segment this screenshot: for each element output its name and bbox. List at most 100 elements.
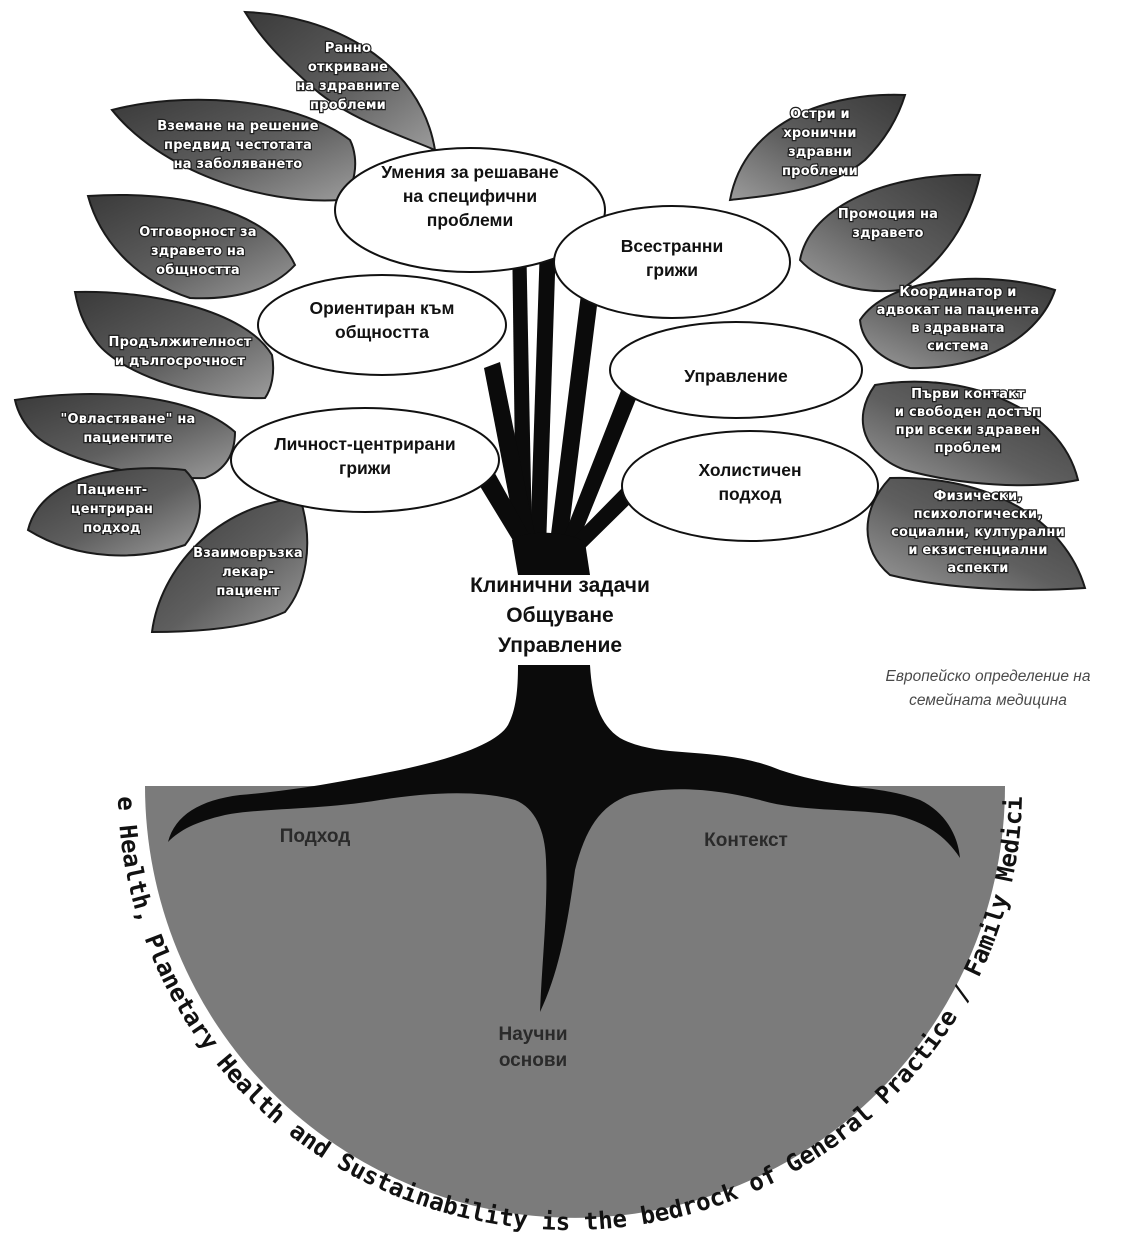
branch-center-left [530,244,556,548]
science-label-line: основи [499,1050,567,1071]
oval-label-holistic-line: Холистичен [698,460,801,480]
leaf-continuity [73,290,275,400]
leaf-early-detection [243,10,437,152]
oval-label-problem-solving-line: Умения за решаване [381,162,559,182]
leaf-label-acute-chronic-line: хронични [783,126,856,141]
leaf-label-dimensions-line: аспекти [947,561,1008,576]
leaf-label-empowerment-line: "Овластяване" на [61,412,196,427]
oval-management [609,321,863,419]
leaf-label-empowerment-line: пациентите [83,431,172,446]
leaf-label-early-detection-line: проблеми [310,98,386,113]
ground-semicircle [145,786,1005,1218]
root-label-context: Контекст [704,830,788,851]
leaf-label-early-detection-line: откриване [308,60,388,75]
oval-label-person-centered-line: грижи [339,458,391,478]
leaf-label-early-detection-line: на здравните [296,79,399,94]
trunk-and-roots [168,665,960,1012]
leaf-label-health-promotion: Промоция на здравето [838,207,938,241]
oval-label-community-oriented-line: Ориентиран към [309,298,454,318]
leaf-label-dimensions-line: психологически, [914,507,1043,522]
leaf-label-doctor-patient-line: лекар- [222,565,274,580]
oval-comprehensive [553,205,791,319]
branch-low-right [566,482,640,555]
left-leaves [13,10,437,634]
oval-person-centered [230,407,500,513]
oval-label-holistic-line: подход [718,484,781,504]
root-label-approach: Подход [280,826,351,847]
leaf-label-doctor-patient-line: Взаимовръзка [193,546,303,561]
oval-label-problem-solving: Умения за решаване на специфични проблеми [381,162,559,230]
leaf-label-first-contact-line: и свободен достъп [895,405,1041,420]
oval-community-oriented [257,274,507,376]
oval-label-person-centered: Личност-центрирани грижи [274,434,455,478]
right-leaves [728,93,1087,591]
leaf-label-early-detection: Ранно откриване на здравните проблеми [296,41,399,113]
oval-label-community-oriented-line: общността [335,322,429,342]
leaf-health-promotion [798,173,982,292]
leaf-label-frequency-decisions-line: предвид честотата [164,138,312,153]
leaf-dimensions [866,476,1087,591]
leaf-label-acute-chronic-line: проблеми [782,164,858,179]
trunk-crown [512,532,590,575]
leaf-label-acute-chronic: Остри и хронични здравни проблеми [782,107,858,179]
definition-line: Европейско определение на [886,668,1091,685]
trunk-label-line: Управление [498,634,622,657]
oval-holistic [621,430,879,542]
leaf-label-patient-centered-line: центриран [71,502,153,517]
leaf-label-coordinator: Координатор и адвокат на пациента в здравн… [877,285,1040,354]
leaf-label-coordinator-line: адвокат на пациента [877,303,1040,318]
leaf-label-health-promotion-line: Промоция на [838,207,938,222]
leaf-label-patient-centered-line: Пациент- [77,483,148,498]
leaf-label-community-health-line: общността [156,263,240,278]
leaf-label-first-contact-line: Първи контакт [911,387,1025,402]
leaf-label-continuity-line: и дългосрочност [115,354,245,369]
leaf-label-continuity: Продължителност и дългосрочност [109,335,252,369]
leaf-empowerment [13,393,237,480]
leaf-label-early-detection-line: Ранно [325,41,371,56]
leaf-label-doctor-patient: Взаимовръзка лекар-пациент [193,546,303,599]
leaf-label-frequency-decisions-line: на заболяването [174,157,303,172]
oval-label-problem-solving-line: на специфични [403,186,537,206]
leaf-label-dimensions-line: и екзистенциални [908,543,1047,558]
branch-far-left [484,362,538,554]
oval-label-community-oriented: Ориентиран към общността [309,298,454,342]
oval-problem-solving [334,147,606,273]
leaf-label-frequency-decisions-line: Вземане на решение [157,119,319,134]
leaf-label-continuity-line: Продължителност [109,335,252,350]
branches [475,232,640,575]
leaf-label-coordinator-line: в здравната [911,321,1004,336]
branch-center-right [549,262,602,552]
oval-label-comprehensive-line: грижи [646,260,698,280]
science-label-line: Научни [498,1024,567,1045]
leaf-label-acute-chronic-line: Остри и [790,107,850,122]
leaf-label-first-contact-line: проблем [935,441,1002,456]
leaf-label-health-promotion-line: здравето [852,226,923,241]
trunk-label-line: Общуване [506,604,613,627]
leaf-first-contact [861,380,1080,487]
ovals [230,147,879,542]
oval-label-management-line: Управление [684,366,788,386]
leaf-label-frequency-decisions: Вземане на решение предвид честотата на за… [157,119,319,172]
leaf-label-coordinator-line: Координатор и [899,285,1016,300]
leaf-patient-centered [26,467,201,557]
leaf-label-acute-chronic-line: здравни [788,145,852,160]
oval-label-management: Управление [684,366,788,386]
leaf-label-community-health-line: здравето на [151,244,245,259]
leaf-label-dimensions-line: Физически, [934,489,1023,504]
leaf-acute-chronic [728,93,907,202]
oval-label-problem-solving-line: проблеми [427,210,513,230]
oval-text-layer: Умения за решаване на специфични проблемиВ… [274,162,801,504]
lower-trunk [168,665,960,1012]
oval-label-person-centered-line: Личност-центрирани [274,434,455,454]
leaf-label-doctor-patient-line: пациент [216,584,279,599]
leaf-label-coordinator-line: система [927,339,989,354]
